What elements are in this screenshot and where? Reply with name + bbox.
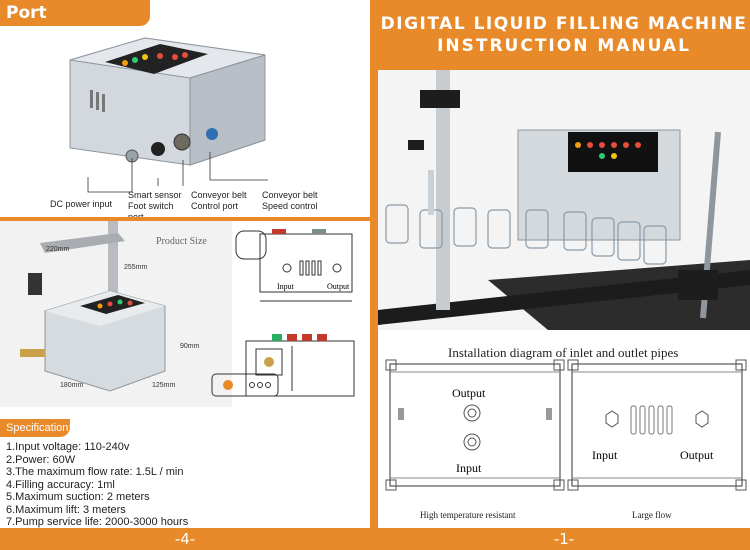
dim-255: 255mm (124, 264, 148, 271)
install-diagram-left: Output Input (385, 359, 565, 491)
spec-item: 3.The maximum flow rate: 1.5L / min (6, 466, 184, 478)
drawing-input-label: Input (277, 282, 295, 291)
port-description-title: Port Description (0, 0, 150, 49)
label-conveyor-control: Conveyor belt Control port (191, 190, 247, 211)
technical-drawing: Input Output (235, 229, 355, 397)
page-number-right: -1- (378, 528, 750, 550)
manual-title-line1: DIGITAL LIQUID FILLING MACHINE (380, 14, 748, 34)
power-panel-drawing (211, 373, 279, 397)
port-machine-photo (69, 37, 266, 166)
spec-item: 7.Pump service life: 2000-3000 hours (6, 516, 189, 528)
dim-90: 90mm (180, 343, 200, 350)
label-dc-power-input: DC power input (50, 199, 113, 209)
port-leader-lines (87, 152, 268, 193)
dim-125: 125mm (152, 382, 176, 389)
caption-high-temp: High temperature resistant (420, 510, 516, 520)
page-gutter (370, 0, 378, 550)
filling-machine-photo (378, 70, 750, 330)
install-diagram-right: Input Output (567, 359, 747, 491)
product-size-title: Product Size (156, 236, 207, 247)
spec-list: 1.Input voltage: 110-240v 2.Power: 60W 3… (6, 441, 188, 529)
spec-item: 4.Filling accuracy: 1ml (6, 478, 115, 491)
page-number-left: -4- (0, 528, 370, 550)
divider-line (0, 217, 370, 221)
label-conveyor-speed: Conveyor belt Speed control (262, 190, 318, 211)
drawing-output-label: Output (327, 282, 350, 291)
spec-header: Specification: (0, 419, 71, 437)
diagram-left-input: Input (456, 461, 482, 475)
caption-large-flow: Large flow (632, 510, 672, 520)
manual-title-line2: INSTRUCTION MANUAL (437, 36, 691, 56)
diagram-right-output: Output (680, 448, 714, 462)
diagram-left-output: Output (452, 386, 486, 400)
spec-item: 1.Input voltage: 110-240v (6, 441, 130, 453)
spec-item: 5.Maximum suction: 2 meters (6, 491, 150, 503)
left-page: Port Description DC power input Smart se… (0, 0, 370, 550)
diagram-right-input: Input (592, 448, 618, 462)
manual-title: DIGITAL LIQUID FILLING MACHINE INSTRUCTI… (378, 0, 750, 70)
install-diagram-title: Installation diagram of inlet and outlet… (448, 345, 679, 360)
dim-180: 180mm (60, 382, 84, 389)
dim-220: 220mm (46, 246, 70, 253)
product-size-photo: 220mm 255mm 90mm 180mm 125mm Product Siz… (0, 221, 232, 407)
spec-item: 6.Maximum lift: 3 meters (6, 503, 126, 516)
spec-item: 2.Power: 60W (6, 453, 76, 466)
